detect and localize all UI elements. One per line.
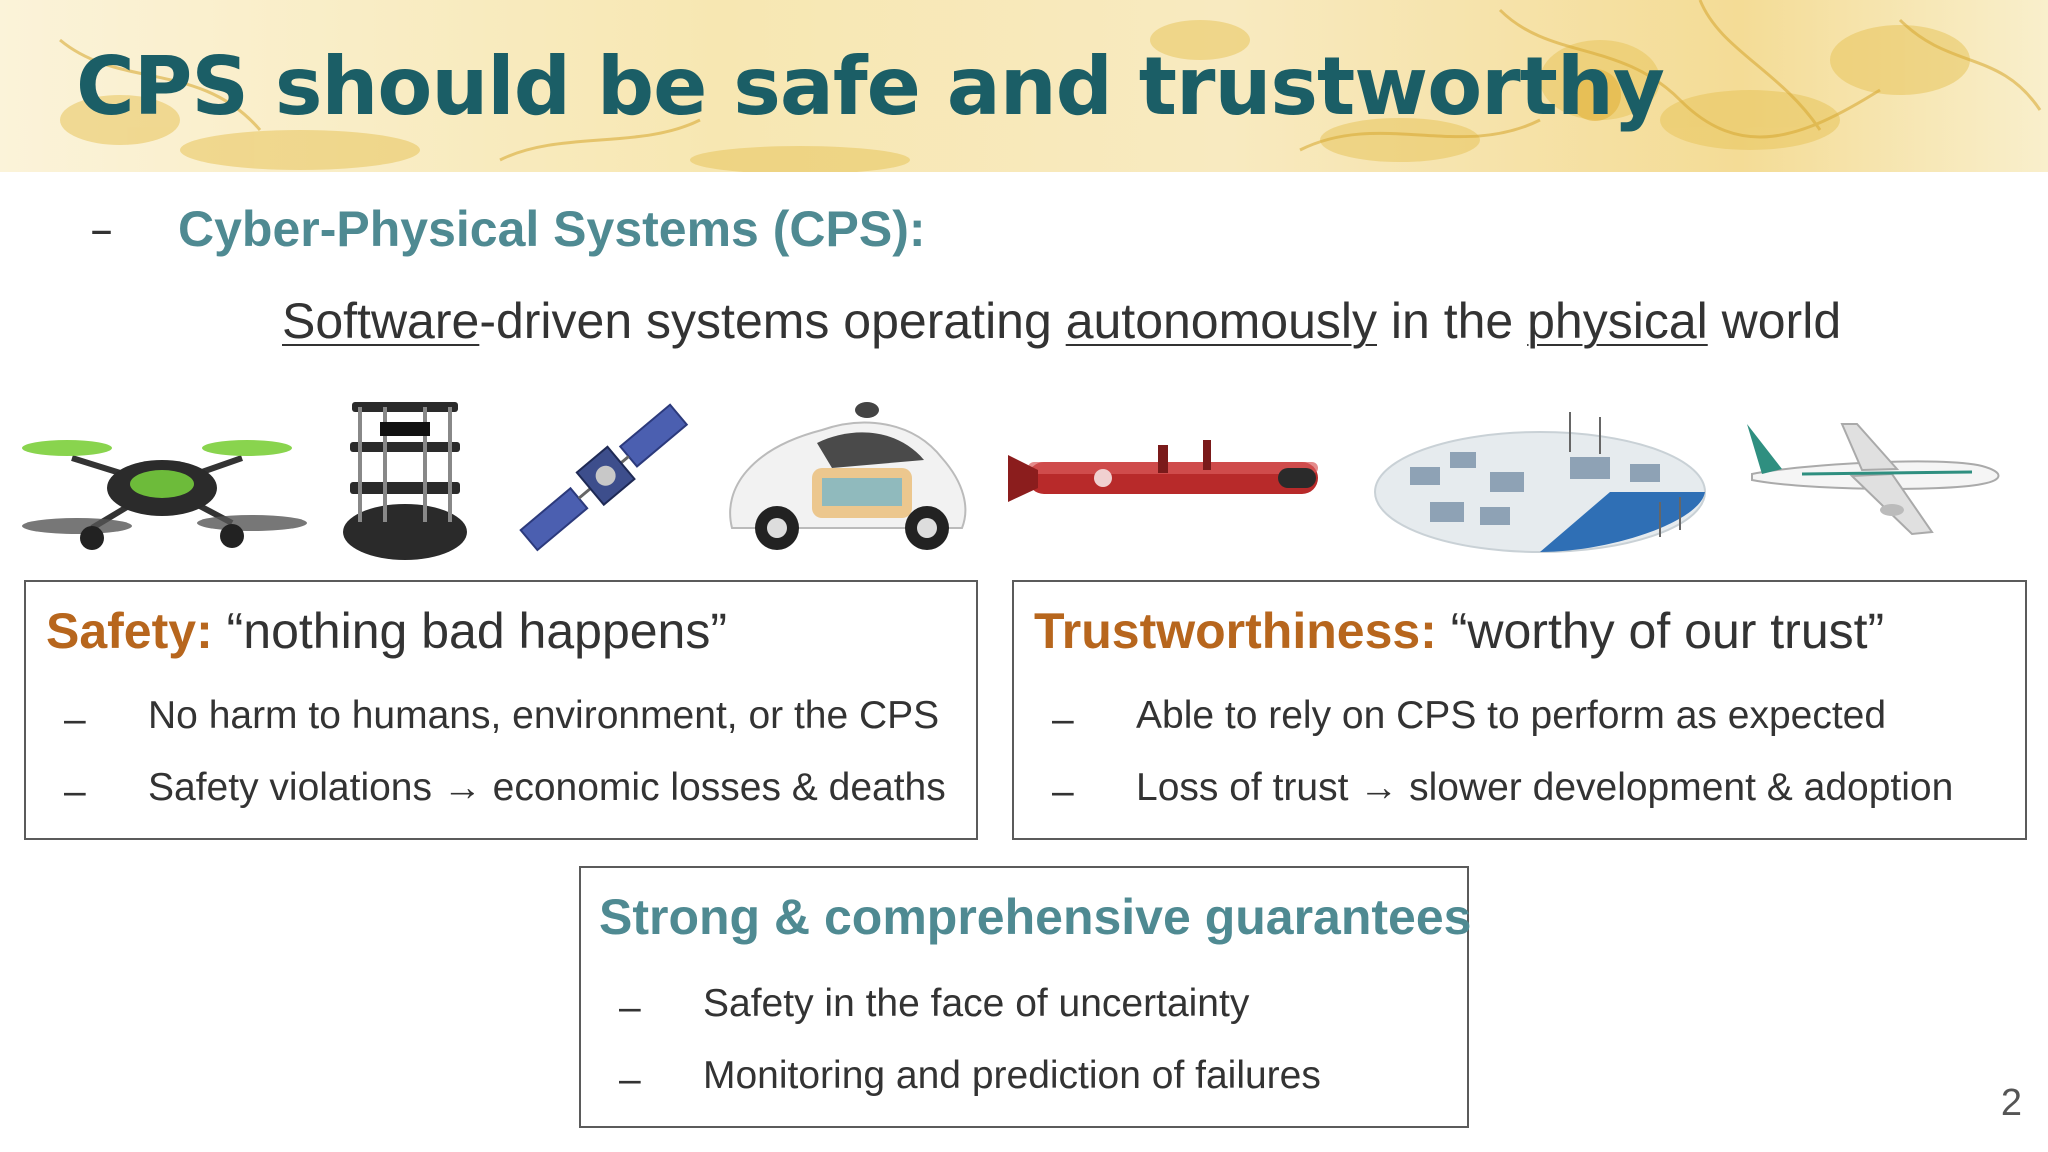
trust-label: Trustworthiness: [1034, 603, 1437, 659]
trust-title: Trustworthiness: “worthy of our trust” [1034, 602, 1884, 660]
bullet-dash: – [1052, 770, 1074, 813]
safety-item-1: No harm to humans, environment, or the C… [148, 694, 940, 737]
safety-title: Safety: “nothing bad happens” [46, 602, 727, 660]
self-driving-car-image [729, 402, 967, 550]
definition-word-software: Software [282, 293, 480, 349]
underwater-vehicle-image [1008, 440, 1318, 502]
trust-item-1: Able to rely on CPS to perform as expect… [1136, 694, 1887, 737]
definition-text: in the [1377, 293, 1528, 349]
bullet-dash: – [90, 202, 113, 256]
definition-text: -driven systems operating [479, 293, 1066, 349]
cps-heading: Cyber-Physical Systems (CPS): [178, 201, 926, 257]
safety-item-2: Safety violations → economic losses & de… [148, 766, 946, 809]
banner-texture [59, 0, 2042, 172]
trust-tagline: “worthy of our trust” [1436, 603, 1885, 659]
guarantees-item-2: Monitoring and prediction of failures [703, 1054, 1321, 1097]
guarantees-item-1: Safety in the face of uncertainty [703, 982, 1250, 1025]
definition-word-autonomously: autonomously [1065, 293, 1377, 349]
header-banner: CPS should be safe and trustworthy [0, 0, 2048, 172]
guarantees-box: Strong & comprehensive guarantees – Safe… [579, 866, 1472, 1128]
cps-definition: Software-driven systems operating autono… [282, 292, 1841, 350]
definition-word-physical: physical [1527, 293, 1708, 349]
trust-item-2: Loss of trust → slower development & ado… [1136, 766, 1954, 809]
page-number: 2 [2000, 1082, 2022, 1124]
mobile-robot-image [343, 402, 467, 560]
smart-grid-image [1374, 412, 1706, 553]
definition-text: world [1707, 293, 1842, 349]
airplane-image [1747, 423, 2000, 536]
safety-label: Safety: [46, 603, 213, 659]
safety-tagline: “nothing bad happens” [212, 603, 728, 659]
bullet-dash: – [619, 1058, 641, 1101]
bullet-dash: – [1052, 698, 1074, 741]
satellite-image [519, 403, 689, 552]
trust-box: Trustworthiness: “worthy of our trust” –… [1012, 580, 2027, 840]
guarantees-title: Strong & comprehensive guarantees [599, 889, 1472, 945]
bullet-dash: – [64, 770, 86, 813]
slide-title: CPS should be safe and trustworthy [76, 40, 1665, 133]
quadcopter-drone-image [22, 440, 307, 550]
safety-box: Safety: “nothing bad happens” – No harm … [24, 580, 978, 840]
bullet-dash: – [64, 698, 86, 741]
bullet-dash: – [619, 986, 641, 1029]
